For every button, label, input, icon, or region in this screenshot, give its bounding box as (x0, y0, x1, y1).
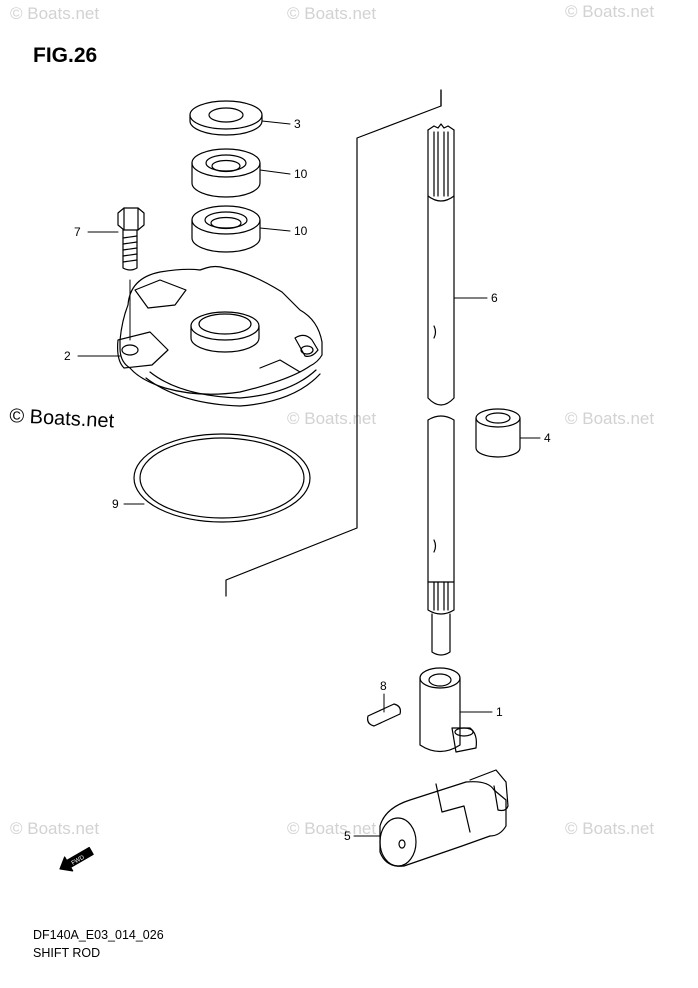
watermark: © Boats.net (10, 4, 100, 23)
watermark: © Boats.net (287, 819, 377, 838)
figure-title: FIG.26 (33, 44, 98, 67)
part-label-4: 4 (544, 431, 551, 445)
diagram-name: SHIFT ROD (33, 946, 101, 960)
fwd-arrow-icon: FWD (59, 846, 94, 872)
oil-seal-upper (191, 148, 261, 198)
watermark: © Boats.net (287, 4, 377, 23)
shift-rod-housing (117, 265, 323, 407)
part-label-8: 8 (380, 679, 387, 693)
bolt (117, 207, 145, 341)
shift-rod-connector (419, 667, 477, 753)
part-label-2: 2 (64, 349, 71, 363)
diagram-code: DF140A_E03_014_026 (33, 928, 164, 942)
bushing (475, 408, 521, 458)
watermark: © Boats.net (565, 819, 655, 838)
watermark: © Boats.net (287, 409, 377, 428)
part-label-9: 9 (112, 497, 119, 511)
shift-cam (379, 769, 509, 867)
watermark: © Boats.net (10, 819, 100, 838)
part-label-10-upper: 10 (294, 167, 308, 181)
assembly-bracket (225, 89, 442, 597)
part-label-10-lower: 10 (294, 224, 308, 238)
part-label-1: 1 (496, 705, 503, 719)
part-label-7: 7 (74, 225, 81, 239)
washer (189, 100, 263, 136)
part-label-6: 6 (491, 291, 498, 305)
part-label-5: 5 (344, 829, 351, 843)
o-ring (133, 433, 311, 523)
oil-seal-lower (191, 205, 261, 253)
pin (367, 703, 401, 727)
part-label-3: 3 (294, 117, 301, 131)
watermark: © Boats.net (565, 2, 655, 21)
watermark: © Boats.net (565, 409, 655, 428)
leader-lines (77, 120, 541, 837)
shift-rod (427, 123, 455, 656)
